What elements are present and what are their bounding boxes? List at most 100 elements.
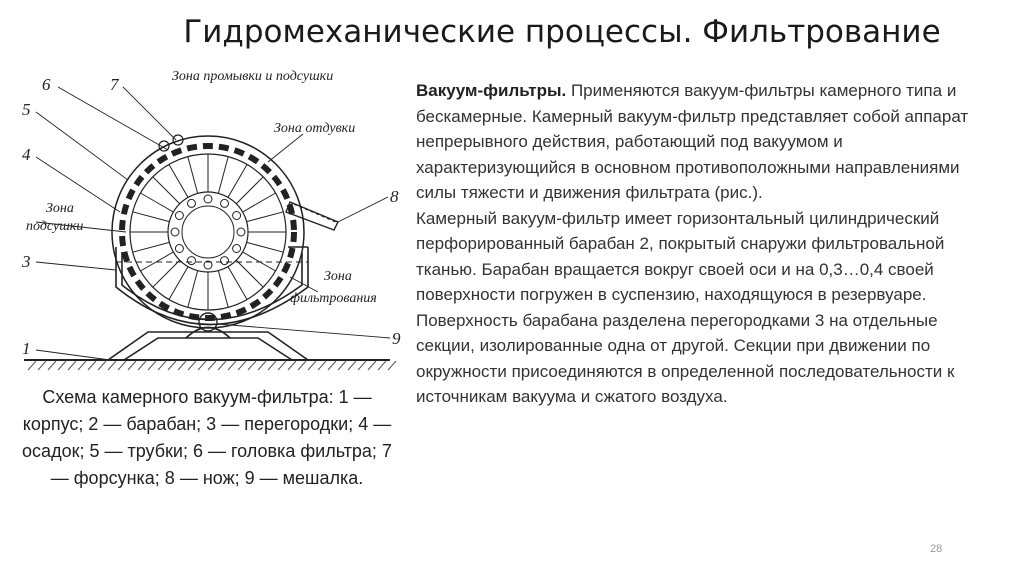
ground-hatch <box>27 360 37 371</box>
label-6: 6 <box>42 75 51 94</box>
label-9: 9 <box>392 329 401 348</box>
drum-partition <box>242 251 276 272</box>
paragraph-1: Вакуум-фильтры. Применяются вакуум-фильт… <box>416 78 1001 206</box>
ground-hatch <box>207 360 217 371</box>
tank <box>115 246 309 326</box>
knife <box>285 201 339 231</box>
ground-hatch <box>287 360 297 371</box>
nozzles <box>158 134 184 152</box>
drum-partition <box>227 266 248 300</box>
body-text: Вакуум-фильтры. Применяются вакуум-фильт… <box>416 78 1001 410</box>
drum-partition <box>217 270 229 308</box>
valve-hole <box>187 256 196 266</box>
ground-hatch <box>127 360 137 371</box>
label-7: 7 <box>110 75 120 94</box>
ground-hatch <box>317 360 327 371</box>
ground-hatch <box>107 360 117 371</box>
drum-partition <box>246 211 284 223</box>
ground-hatch <box>237 360 247 371</box>
ground-hatch <box>87 360 97 371</box>
drum-partition <box>168 164 189 198</box>
paragraph-2: Камерный вакуум-фильтр имеет горизонталь… <box>416 208 945 305</box>
zone-dry-line2: подсушки <box>26 219 83 234</box>
zone-dry-line1: Зона <box>46 201 74 216</box>
ground-hatch <box>357 360 367 371</box>
drum-partition <box>132 241 170 253</box>
ground-hatch <box>277 360 287 371</box>
valve-hole <box>220 198 229 208</box>
zone-wash-dry: Зона промывки и подсушки <box>172 69 333 84</box>
drum-partition <box>132 211 170 223</box>
ground-hatch <box>377 360 387 371</box>
ground-hatch <box>137 360 147 371</box>
body-heading: Вакуум-фильтры. <box>416 81 567 100</box>
diagram-caption: Схема камерного вакуум-фильтра: 1 — корп… <box>22 387 392 488</box>
agitator <box>198 312 218 332</box>
drum <box>111 135 305 329</box>
paragraph-3: Поверхность барабана разделена перегород… <box>416 310 955 407</box>
ground-hatch <box>247 360 257 371</box>
ground <box>24 359 397 371</box>
ground-hatch <box>337 360 347 371</box>
ground-hatch <box>187 360 197 371</box>
valve-hole <box>236 227 246 237</box>
page-number: 28 <box>930 543 943 555</box>
ground-hatch <box>307 360 317 371</box>
label-3: 3 <box>21 252 31 271</box>
drum-partition <box>217 156 229 194</box>
ground-hatch <box>77 360 87 371</box>
valve-hole <box>174 244 184 253</box>
ground-hatch <box>257 360 267 371</box>
valve-hole <box>170 227 180 237</box>
ground-hatch <box>347 360 357 371</box>
leader-lines <box>35 86 391 361</box>
drum-partition <box>246 241 284 253</box>
slide-title: Гидромеханические процессы. Фильтрование <box>183 14 941 50</box>
valve-hole <box>203 194 213 204</box>
drum-partition <box>187 270 199 308</box>
ground-hatch <box>117 360 127 371</box>
ground-hatch <box>297 360 307 371</box>
drum-partition <box>168 266 189 300</box>
drum-partition <box>152 259 181 288</box>
ground-hatch <box>197 360 207 371</box>
drum-partition <box>140 192 174 213</box>
valve-hole <box>232 211 242 220</box>
drum-partition <box>235 259 264 288</box>
valve-hole <box>203 260 213 270</box>
ground-hatch <box>57 360 67 371</box>
label-4: 4 <box>22 145 31 164</box>
zone-blowoff: Зона отдувки <box>274 121 355 136</box>
label-8: 8 <box>390 187 399 206</box>
ground-hatch <box>367 360 377 371</box>
vacuum-filter-diagram: 6 7 5 4 3 1 8 9 Зона промывки и подсушки… <box>21 69 401 371</box>
ground-hatch <box>97 360 107 371</box>
ground-hatch <box>67 360 77 371</box>
drum-partition <box>140 251 174 272</box>
ground-hatch <box>327 360 337 371</box>
ground-hatch <box>147 360 157 371</box>
ground-hatch <box>157 360 167 371</box>
ground-hatch <box>167 360 177 371</box>
valve-hole <box>220 256 229 266</box>
drum-partition <box>152 176 181 205</box>
valve-hole <box>187 198 196 208</box>
ground-hatch <box>267 360 277 371</box>
paragraph-1-text: Применяются вакуум-фильтры камерного тип… <box>416 81 969 202</box>
valve-hole <box>232 244 242 253</box>
ground-hatch <box>37 360 47 371</box>
ground-hatch <box>177 360 187 371</box>
valve-hole <box>174 211 184 220</box>
drum-partition <box>227 164 248 198</box>
zone-filter-line2: фильтрования <box>290 291 377 306</box>
drum-partition <box>242 192 276 213</box>
label-5: 5 <box>22 100 31 119</box>
support-stand <box>107 326 309 361</box>
ground-hatch <box>217 360 227 371</box>
ground-hatch <box>387 360 397 371</box>
ground-hatch <box>47 360 57 371</box>
drum-partition <box>235 176 264 205</box>
label-1: 1 <box>22 339 31 358</box>
ground-hatch <box>227 360 237 371</box>
zone-filter-line1: Зона <box>324 269 352 284</box>
